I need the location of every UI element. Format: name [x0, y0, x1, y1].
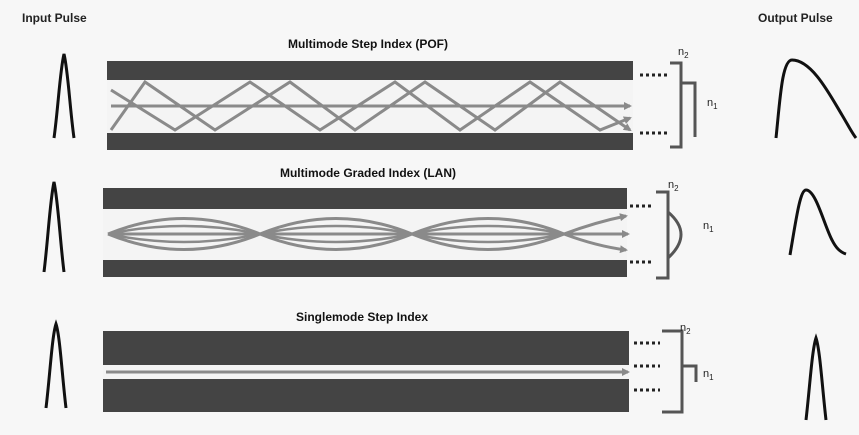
output-pulse-icon [788, 188, 847, 256]
panel-title: Multimode Step Index (POF) [288, 37, 448, 51]
output-pulse-icon [774, 58, 858, 139]
panel-step-index-pof: Multimode Step Index (POF) n2 n1 [52, 37, 858, 150]
cladding-top [107, 61, 633, 80]
cladding-bottom [103, 379, 629, 412]
n1-label: n1 [707, 97, 718, 111]
panel-title: Multimode Graded Index (LAN) [280, 166, 456, 180]
zigzag-ray-2 [110, 80, 632, 132]
fiber [103, 188, 630, 277]
index-bracket: n2 n1 [634, 322, 714, 414]
cladding-bottom [107, 133, 633, 150]
fiber [107, 61, 633, 150]
cladding-bottom [103, 260, 627, 277]
input-pulse-icon [44, 319, 68, 409]
graded-ray-2 [107, 217, 628, 254]
zigzag-ray-1 [109, 79, 632, 132]
cladding-top [103, 331, 629, 365]
input-pulse-icon [42, 181, 66, 273]
bracket-shape [662, 329, 698, 414]
n2-label: n2 [678, 46, 689, 60]
index-bracket: n2 n1 [640, 46, 718, 149]
n2-label: n2 [668, 179, 679, 193]
graded-ray-1 [107, 213, 628, 251]
panel-title: Singlemode Step Index [296, 310, 428, 324]
n1-label: n1 [703, 220, 714, 234]
cladding-top [103, 188, 627, 209]
panel-graded-index-lan: Multimode Graded Index (LAN) n2 n1 [42, 166, 847, 280]
input-pulse-header: Input Pulse [22, 11, 87, 25]
output-pulse-header: Output Pulse [758, 11, 833, 25]
input-pulse-icon [52, 53, 76, 139]
n2-label: n2 [680, 322, 691, 336]
graded-ray-4 [107, 224, 565, 244]
graded-ray-3 [107, 224, 565, 244]
bracket-shape [670, 61, 697, 149]
panel-singlemode-step-index: Singlemode Step Index n2 n1 [44, 310, 828, 421]
fiber [103, 331, 630, 412]
output-pulse-icon [804, 333, 828, 421]
index-bracket: n2 n1 [630, 179, 714, 280]
n1-label: n1 [703, 368, 714, 382]
bracket-shape [656, 190, 683, 280]
